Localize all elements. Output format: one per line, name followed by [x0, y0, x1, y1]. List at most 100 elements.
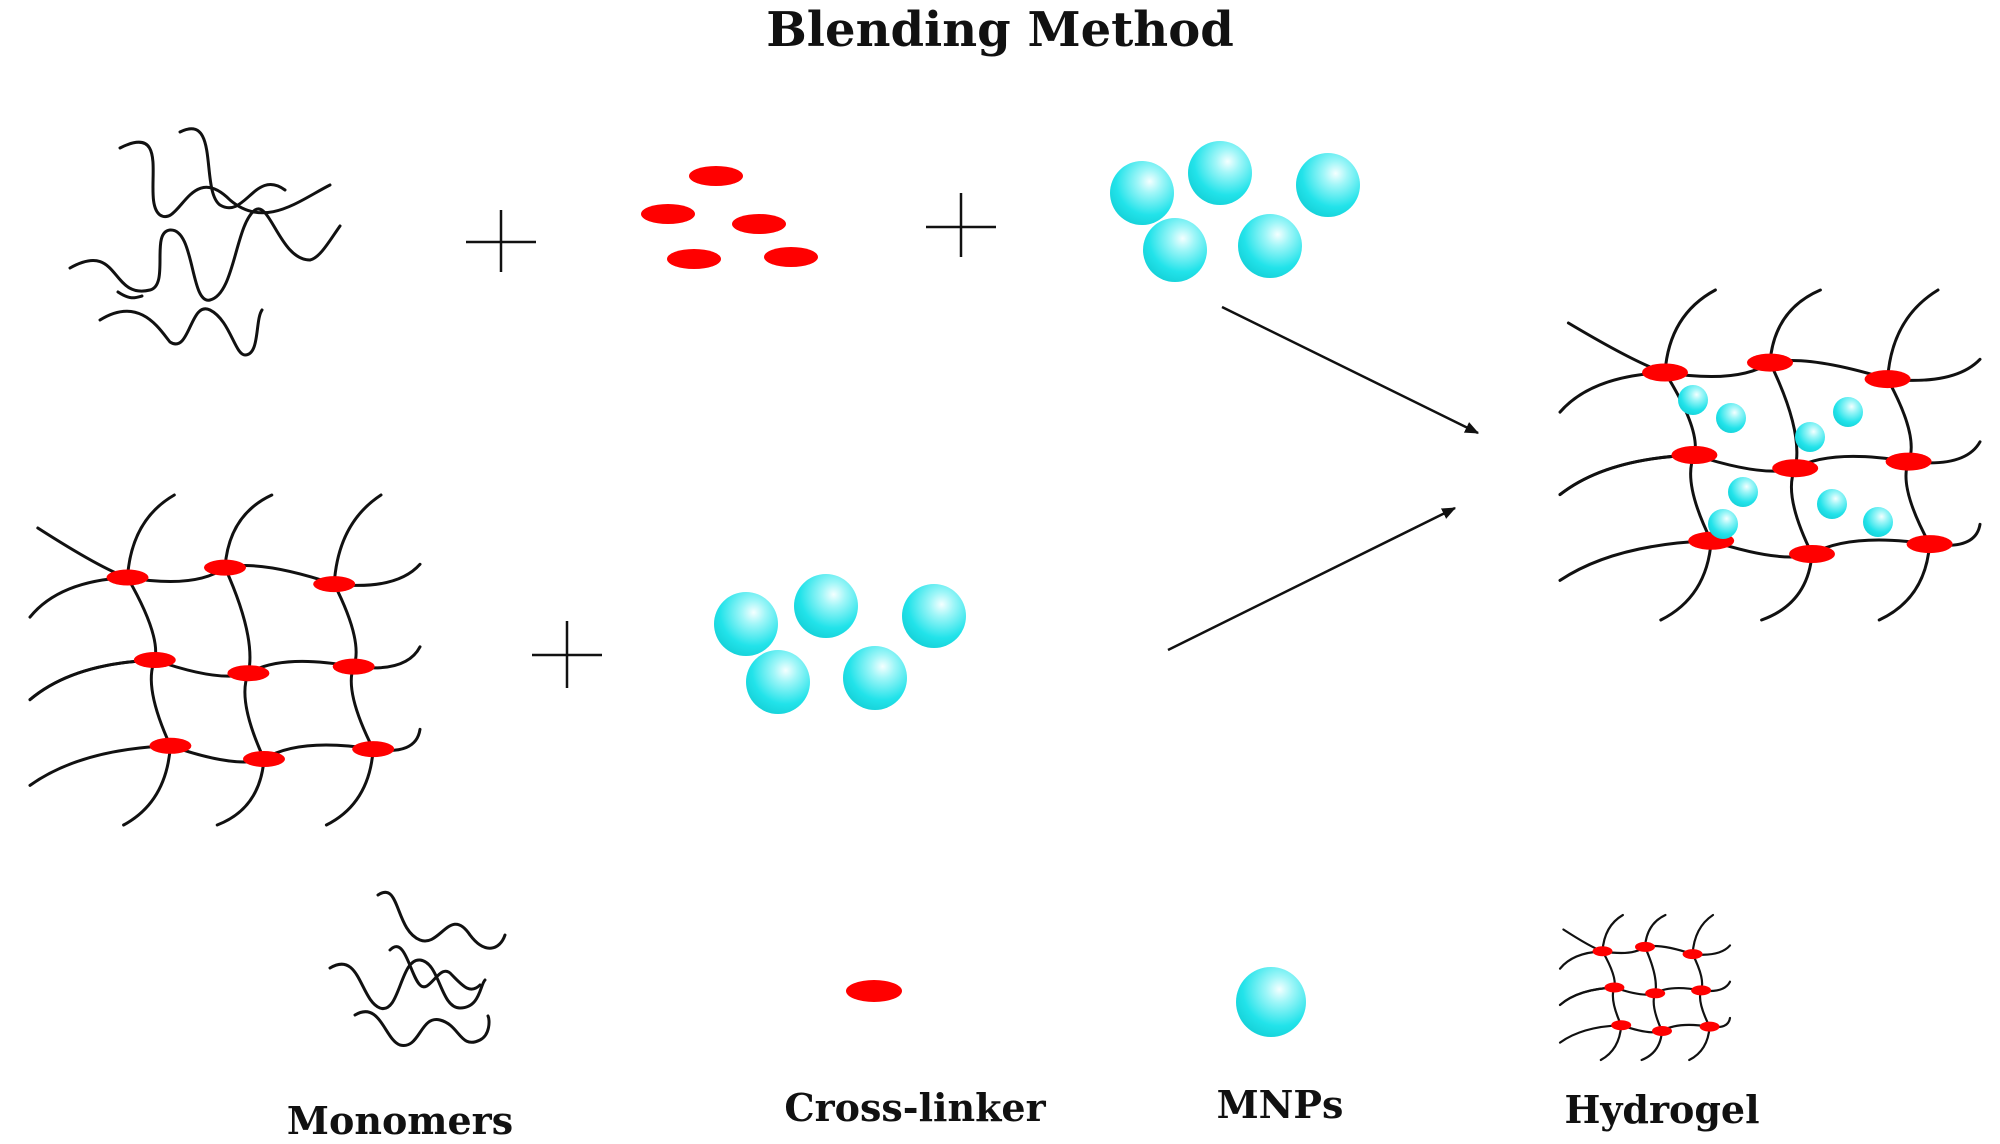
crosslink-point	[204, 559, 246, 576]
mnp-particle	[1238, 214, 1302, 278]
plus-icon	[532, 621, 602, 688]
polymer-chain	[126, 576, 158, 662]
polymer-chain	[1691, 953, 1704, 992]
crosslink-point	[1772, 459, 1819, 478]
crosslinker-group	[641, 166, 818, 269]
crosslink-point	[1682, 949, 1703, 960]
crosslinker-ellipse	[764, 247, 818, 267]
mnp-particle	[1728, 477, 1758, 507]
polymer-chain	[36, 526, 129, 579]
legend-label-mnps: MNPs	[1216, 1082, 1344, 1127]
polymer-chain	[223, 566, 252, 675]
legend-monomers-icon	[328, 890, 507, 1047]
crosslink-point	[1864, 370, 1911, 389]
crosslink-point	[1604, 982, 1625, 993]
polymer-chain	[1688, 1025, 1711, 1062]
polymer-chain	[1566, 321, 1667, 374]
crosslinker-ellipse	[689, 166, 743, 186]
polymer-chain	[349, 665, 375, 751]
polymer-chain	[1611, 986, 1623, 1027]
crosslink-point	[149, 737, 192, 754]
crosslink-point	[1642, 363, 1688, 382]
polymer-chain	[1768, 361, 1799, 470]
crosslinker-ellipse	[732, 214, 786, 234]
mnp-particle	[1296, 153, 1360, 217]
polymer-chain	[1904, 460, 1932, 546]
monomer-chain	[116, 290, 144, 300]
monomers-group-top	[68, 127, 342, 357]
crosslink-point	[1652, 1026, 1672, 1036]
polymer-chain	[1689, 453, 1713, 543]
mnp-embedded-group	[1678, 385, 1893, 539]
crosslink-point	[106, 569, 149, 586]
polymer-chain	[28, 744, 172, 787]
polymer-chain	[1691, 913, 1715, 956]
legend-label-crosslinker: Cross-linker	[784, 1085, 1046, 1130]
crosslink-point	[1906, 535, 1953, 554]
polymer-chain	[324, 747, 375, 827]
polymer-chain	[149, 658, 172, 748]
mnp-particle	[1817, 489, 1847, 519]
polymer-chain	[1789, 466, 1814, 556]
crosslink-point	[1635, 941, 1655, 952]
mnp-particle	[1678, 385, 1708, 415]
polymer-chain	[1886, 377, 1913, 464]
mnp-particle	[1143, 218, 1207, 282]
crosslink-point	[352, 741, 395, 758]
polymer-chain	[1659, 539, 1713, 622]
mnp-particle	[1188, 141, 1252, 205]
crosslink-point	[332, 658, 375, 675]
polymer-chain	[1601, 913, 1624, 953]
crosslink-point	[1611, 1020, 1632, 1031]
legend-mnp-icon	[1236, 967, 1306, 1037]
polymer-chain	[1558, 1024, 1623, 1044]
crosslink-point	[1671, 446, 1718, 464]
polymer-chain	[1558, 453, 1696, 497]
plus-icon	[926, 193, 996, 257]
crosslink-point	[1592, 946, 1613, 957]
polymer-chain	[332, 493, 383, 586]
diagram-title: Blending Method	[766, 2, 1234, 58]
crosslinker-ellipse	[641, 204, 695, 224]
polymer-chain	[1558, 539, 1713, 582]
crosslink-point	[1789, 545, 1835, 563]
polymer-chain	[243, 671, 266, 761]
monomer-chain	[178, 127, 287, 210]
crosslink-point	[133, 652, 176, 668]
polymer-chain	[1663, 288, 1717, 374]
mnp-particle	[1110, 161, 1174, 225]
polymer-chain	[1652, 992, 1664, 1033]
polymer-chain	[215, 757, 266, 827]
polymer-chain	[122, 744, 172, 827]
crosslink-point	[1699, 1021, 1720, 1032]
monomer-chain	[98, 307, 264, 357]
crosslink-point	[1691, 985, 1712, 996]
polymer-chain	[332, 582, 358, 669]
crosslink-point	[1747, 353, 1793, 372]
mnp-group-middle	[714, 574, 966, 714]
mnp-particle	[902, 584, 966, 648]
legend-label-hydrogel: Hydrogel	[1564, 1087, 1760, 1132]
crosslink-point	[1645, 988, 1666, 999]
mnp-particle	[1863, 507, 1893, 537]
mnp-particle	[1795, 422, 1825, 452]
polymer-chain	[28, 658, 157, 702]
mnp-particle	[1708, 509, 1738, 539]
monomer-chain	[118, 140, 332, 219]
crosslink-point	[1885, 452, 1932, 471]
polymer-chain	[1601, 950, 1616, 989]
mnp-particle	[1833, 397, 1863, 427]
mnp-particle	[843, 646, 907, 710]
mnp-particle	[1716, 403, 1746, 433]
mnp-group-top	[1110, 141, 1360, 282]
polymer-chain	[1877, 542, 1932, 622]
polymer-chain	[1698, 989, 1711, 1028]
polymer-chain	[28, 576, 129, 619]
mnp-particle	[714, 592, 778, 656]
legend-hydrogel-icon	[1558, 913, 1732, 1062]
polymer-chain	[126, 493, 176, 579]
polymer-chain	[223, 493, 274, 570]
mnp-particle	[746, 650, 810, 714]
